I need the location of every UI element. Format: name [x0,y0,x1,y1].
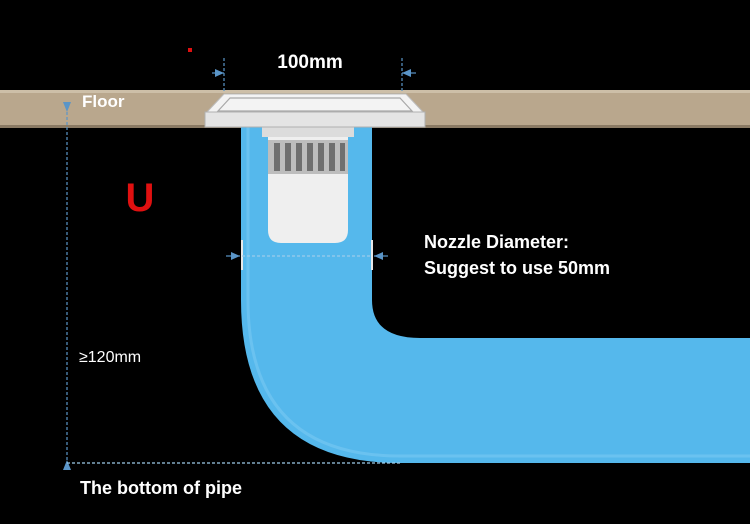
bottom-label: The bottom of pipe [80,478,242,498]
width-dimension [212,58,416,92]
drain-cover [204,93,426,128]
nozzle-label-line2: Suggest to use 50mm [424,258,610,278]
depth-label: ≥120mm [79,349,141,366]
nozzle-label-line1: Nozzle Diameter: [424,232,569,252]
depth-dimension [63,102,400,470]
floor-label: Floor [82,92,125,111]
drain-insert [262,125,354,243]
u-pipe [241,118,750,463]
u-label: U [126,176,155,220]
width-label: 100mm [277,52,343,73]
nozzle-dimension [226,240,388,270]
red-mark [188,48,192,52]
